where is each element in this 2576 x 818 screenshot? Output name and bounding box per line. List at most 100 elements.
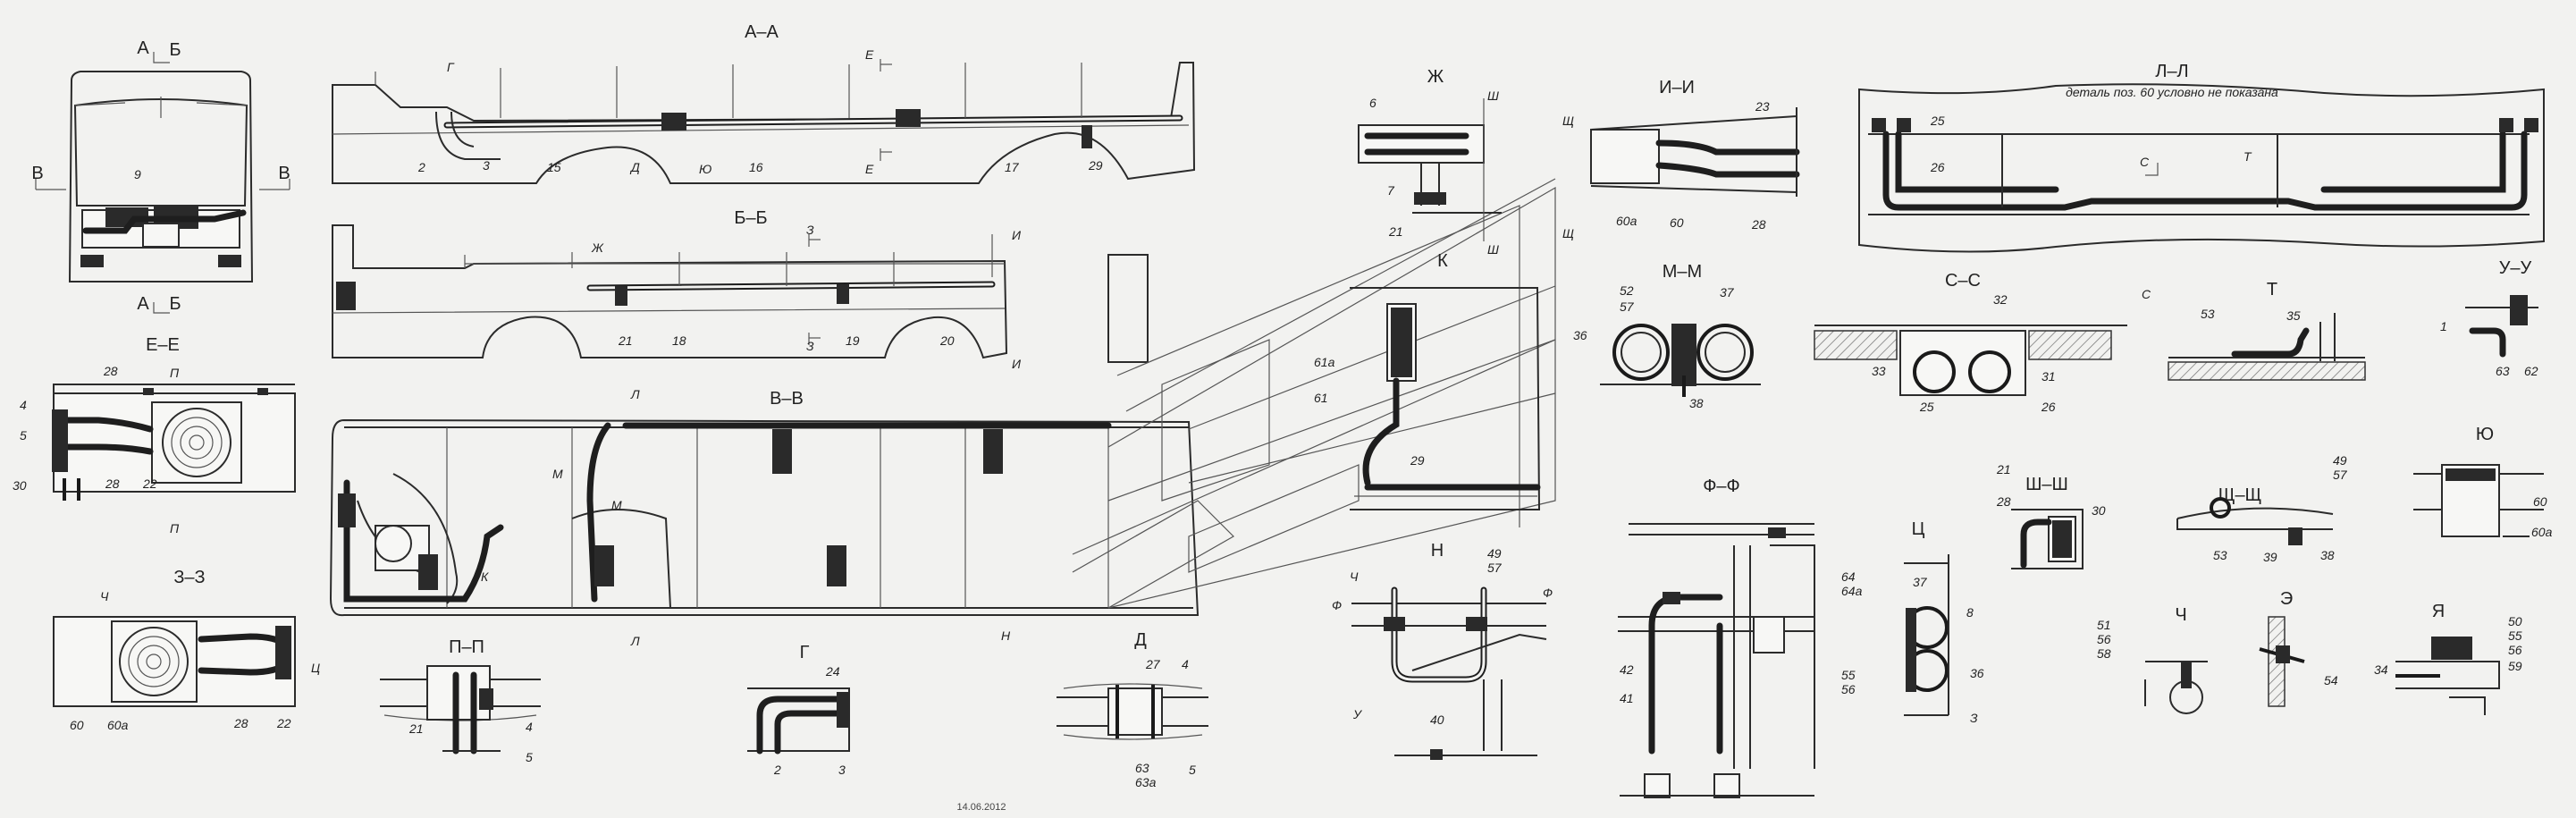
callout-zh-2: 7 [1387, 183, 1395, 198]
view-uu: У–У 1 63 62 [2440, 258, 2538, 378]
callout-ya-5: 34 [2374, 662, 2388, 677]
view-title-k: К [1437, 251, 1448, 271]
mark-ss-s: С [2142, 287, 2151, 301]
view-title-ll: Л–Л [2155, 62, 2188, 81]
callout-ts-5: 55 [1841, 668, 1856, 682]
callout-zz-1: 60 [70, 718, 84, 732]
callout-shsh-2: 28 [1996, 494, 2011, 509]
callout-t-1: 53 [2201, 307, 2215, 321]
callout-ee-4: 30 [13, 478, 27, 493]
view-title-n: Н [1431, 541, 1444, 561]
callout-d-3: 63 [1135, 761, 1149, 775]
callout-zz-2: 60а [107, 718, 129, 732]
callout-ch-1: 51 [2097, 618, 2111, 632]
callout-ts-4: 8 [1966, 605, 1974, 620]
view-title-ff: Ф–Ф [1703, 476, 1740, 496]
mark-vv-k: К [481, 569, 489, 584]
view-shchshch: Щ–Щ 49 57 53 39 38 [2176, 453, 2348, 564]
view-title-t: Т [2267, 280, 2277, 299]
callout-ya-4: 59 [2508, 659, 2522, 673]
callout-ee-3: 5 [20, 428, 27, 443]
view-title-pp: П–П [449, 637, 484, 657]
mark-ts-z: З [1970, 711, 1978, 725]
callout-front: 9 [134, 167, 141, 181]
callout-ts-6: 56 [1841, 682, 1856, 696]
callout-aa-7: Д [629, 160, 640, 174]
callout-aa-1: 2 [417, 160, 425, 174]
view-ff: Ф–Ф 42 41 [1618, 476, 1815, 798]
callout-ya-1: 50 [2508, 614, 2522, 628]
callout-ch-3: 58 [2097, 646, 2111, 661]
view-bb: Б–Б 21 18 19 20 Ж З З И И [332, 208, 1149, 371]
callout-zh-1: 6 [1369, 96, 1376, 110]
callout-d-5: 5 [1189, 763, 1196, 777]
callout-pp-3: 5 [526, 750, 533, 764]
callout-g-2: 2 [773, 763, 781, 777]
callout-g-1: 24 [825, 664, 840, 679]
view-title-e: Э [2280, 589, 2293, 609]
view-title-uu: У–У [2499, 258, 2532, 278]
callout-ss-3: 25 [1919, 400, 1934, 414]
view-title-shchshch: Щ–Щ [2218, 485, 2262, 505]
callout-pp-1: 21 [408, 721, 424, 736]
callout-ii-2: 60а [1616, 214, 1637, 228]
callout-ts-1: 64 [1841, 569, 1856, 584]
callout-k-1: 61а [1314, 355, 1335, 369]
callout-bb-3: 19 [846, 333, 860, 348]
sheet-note: деталь поз. 60 условно не показана [2066, 85, 2278, 99]
view-zz: З–З Ч Ц 60 60а 28 22 [53, 568, 320, 732]
view-e: Э 54 [2259, 589, 2338, 707]
callout-n-3: 40 [1430, 713, 1444, 727]
callout-n-1: 49 [1487, 546, 1502, 561]
mark-aa-g: Г [447, 60, 455, 74]
view-n: Н 49 57 40 Ч Ф Ф У [1332, 541, 1553, 760]
view-ch: Ч 51 56 58 [2097, 605, 2208, 714]
view-d: Д 27 4 63 63а 5 [1056, 630, 1208, 789]
callout-ya-2: 55 [2508, 628, 2522, 643]
mark-v-left: В [31, 164, 43, 183]
callout-zz-3: 28 [233, 716, 248, 730]
mark-ll-s: С [2140, 155, 2150, 169]
view-g: Г 24 2 3 [747, 643, 850, 777]
callout-mm-3: 37 [1720, 285, 1735, 299]
callout-ss-2: 33 [1872, 364, 1886, 378]
mark-bb-z1: З [806, 223, 814, 237]
mark-ee-p2: П [170, 521, 180, 535]
mark-vv-m1: М [552, 467, 563, 481]
mark-ii-shch2: Щ [1562, 226, 1574, 240]
callout-ya-3: 56 [2508, 643, 2522, 657]
callout-mm-1: 52 [1620, 283, 1634, 298]
mark-b-bottom: Б [169, 294, 181, 314]
mark-n-f2: Ф [1543, 586, 1553, 600]
callout-aa-6: 29 [1088, 158, 1103, 173]
view-vv: В–В М М К Л Л Н [329, 387, 1200, 648]
view-title-ss: С–С [1945, 271, 1981, 291]
view-title-ee: Е–Е [146, 335, 180, 355]
callout-uu-3: 62 [2524, 364, 2538, 378]
callout-ts-7: 36 [1970, 666, 1984, 680]
view-title-vv: В–В [770, 389, 804, 409]
callout-n-2: 57 [1487, 561, 1503, 575]
callout-d-1: 27 [1145, 657, 1161, 671]
mark-bb-zh: Ж [591, 240, 604, 255]
callout-t-2: 35 [2286, 308, 2301, 323]
mark-vv-l2: Л [630, 634, 640, 648]
view-mm: М–М 52 57 37 36 38 [1573, 262, 1761, 410]
mark-a-bottom: А [137, 294, 149, 314]
view-ss: С–С 32 33 25 31 26 С [1814, 271, 2151, 414]
view-ii: И–И 23 60а 60 28 Щ Щ [1562, 78, 1800, 240]
callout-ii-1: 23 [1755, 99, 1770, 114]
callout-aa-2: 3 [483, 158, 490, 173]
view-title-ii: И–И [1659, 78, 1695, 97]
mark-bb-z2: З [806, 339, 814, 353]
mark-zz-ch: Ч [100, 589, 109, 603]
mark-bb-i2: И [1012, 357, 1022, 371]
view-title-ch: Ч [2175, 605, 2186, 625]
callout-shchshch-5: 38 [2320, 548, 2335, 562]
callout-zh-3: 21 [1388, 224, 1403, 239]
view-title-bb: Б–Б [734, 208, 767, 228]
callout-aa-4: 16 [749, 160, 763, 174]
mark-aa-e1: Е [865, 47, 874, 62]
view-ll: Л–Л деталь поз. 60 условно не показана 2… [1858, 62, 2545, 253]
